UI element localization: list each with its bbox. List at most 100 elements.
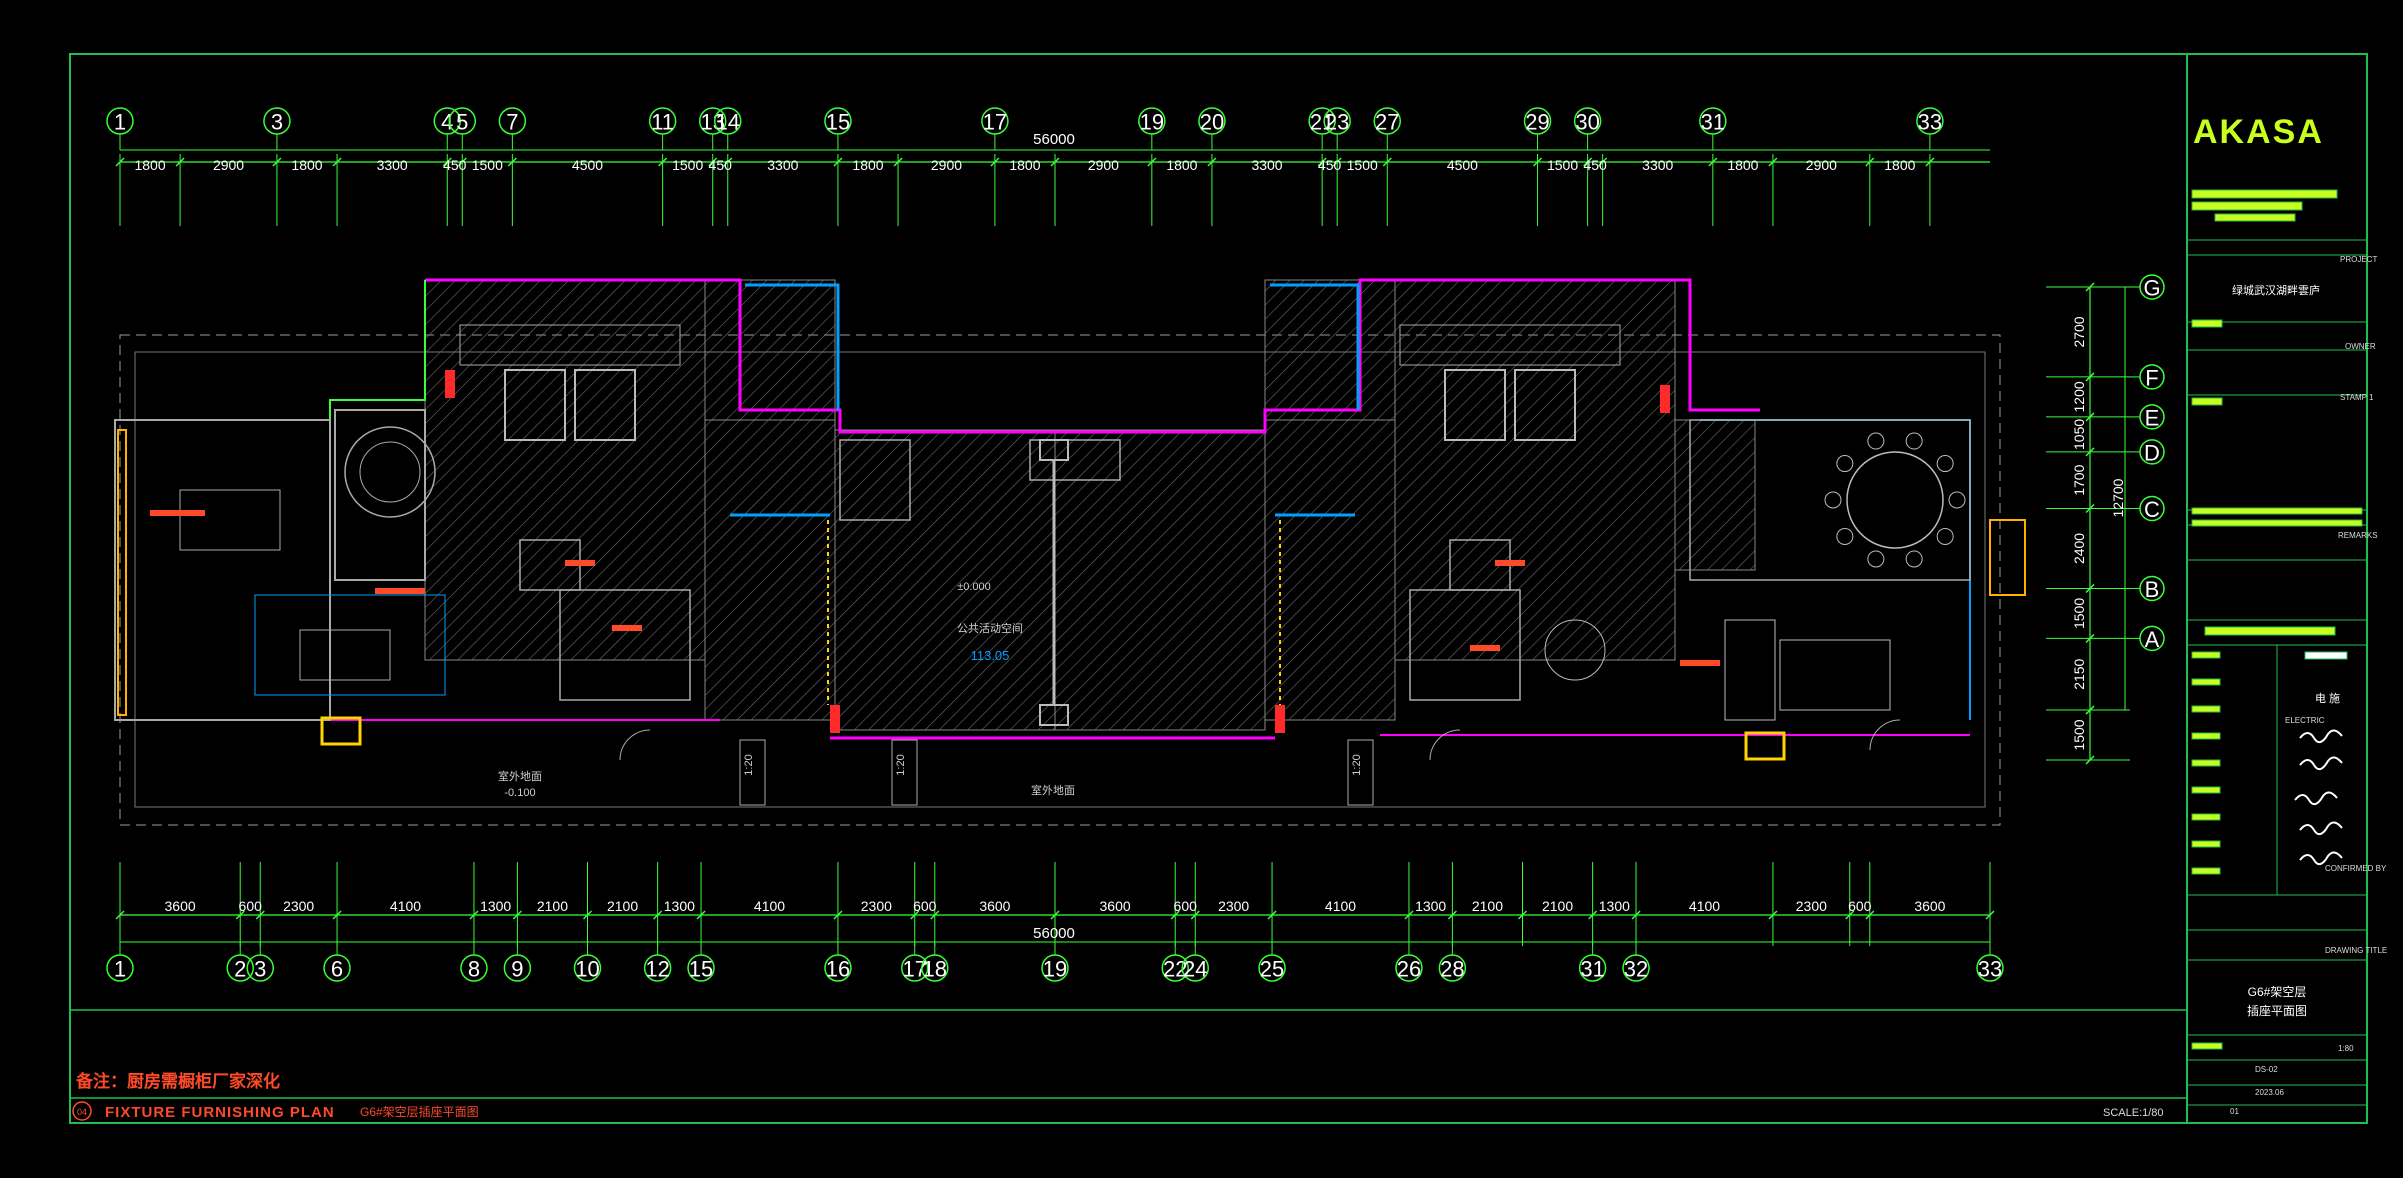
right-dim-value: 1050: [2071, 419, 2087, 450]
bottom-tick-mark: [1267, 910, 1277, 920]
round-table-inner: [359, 441, 421, 503]
title-block-bar: [2191, 201, 2303, 211]
top-axis-label: 14: [716, 110, 740, 135]
small-room: [1029, 439, 1121, 481]
outdoor-level-label-2: 室外地面: [1031, 783, 1075, 797]
right-axis-bubble: [2139, 439, 2165, 465]
bottom-axis-bubble: [1395, 954, 1423, 982]
table: [299, 629, 391, 681]
top-axis-label: 20: [1200, 110, 1224, 135]
outdoor-level-label: 室外地面: [498, 769, 542, 783]
plan-number: 04: [77, 1107, 87, 1117]
top-tick-mark: [1147, 157, 1157, 167]
bottom-axis-bubble: [901, 954, 929, 982]
socket-fixture: [1495, 560, 1525, 566]
signature: [2294, 791, 2338, 806]
elevator-left-2: [574, 369, 636, 441]
right-tick-mark: [2085, 705, 2095, 715]
bottom-dim-value: 600: [239, 898, 263, 914]
top-tick-mark: [723, 157, 733, 167]
bottom-tick-mark: [1190, 910, 1200, 920]
right-tick-mark: [2085, 447, 2095, 457]
top-tick-mark: [442, 157, 452, 167]
bottom-axis-label: 28: [1440, 957, 1464, 982]
bottom-dim-value: 2300: [1796, 898, 1827, 914]
hatched-core: [834, 429, 1056, 731]
hatched-core: [1394, 279, 1676, 661]
signature: [2299, 851, 2343, 866]
project-label: PROJECT: [2340, 255, 2377, 264]
bottom-axis-label: 16: [826, 957, 850, 982]
bottom-axis-bubble: [1622, 954, 1650, 982]
kitchen-note: 备注：厨房需橱柜厂家深化: [75, 1071, 280, 1091]
scale-value: 1:80: [2338, 1044, 2354, 1053]
top-axis-bubble: [1373, 107, 1402, 135]
right-tick-mark: [2085, 282, 2095, 292]
bottom-tick-mark: [930, 910, 940, 920]
bottom-dim-value: 3600: [1100, 898, 1131, 914]
top-tick-mark: [1382, 157, 1392, 167]
top-dim-value: 1500: [1347, 157, 1378, 173]
top-tick-mark: [990, 157, 1000, 167]
top-axis-bubble: [824, 107, 852, 135]
top-dim-value: 4500: [572, 157, 603, 173]
hatched-core: [1264, 419, 1396, 721]
column: [1744, 731, 1786, 761]
top-axis-bubble: [648, 107, 677, 135]
bottom-dim-value: 4100: [390, 898, 421, 914]
top-axis-bubble: [1916, 107, 1944, 135]
right-dim-value: 1500: [2071, 719, 2087, 750]
confirmed-label: CONFIRMED BY: [2325, 864, 2387, 873]
right-tick-mark: [2085, 755, 2095, 765]
title-block-bar: [2204, 626, 2336, 636]
bottom-dim-value: 4100: [1689, 898, 1720, 914]
top-dim-value: 3300: [767, 157, 798, 173]
elevator-left-1: [504, 369, 566, 441]
bottom-dim-value: 2300: [861, 898, 892, 914]
hatched-core: [704, 279, 836, 421]
bottom-axis-label: 22: [1163, 957, 1187, 982]
plan-scale: SCALE:1/80: [2103, 1107, 2164, 1119]
bottom-tick-mark: [1865, 910, 1875, 920]
top-axis-bubble: [714, 107, 742, 135]
top-tick-mark: [1050, 157, 1060, 167]
top-tick-mark: [1598, 157, 1608, 167]
top-dim-value: 1500: [472, 157, 503, 173]
bottom-axis-label: 8: [468, 957, 480, 982]
top-axis-label: 23: [1325, 110, 1349, 135]
dining-chair: [1905, 550, 1923, 568]
top-tick-mark: [507, 157, 517, 167]
bottom-dim-value: 1300: [664, 898, 695, 914]
bottom-axis-label: 12: [645, 957, 669, 982]
right-dim-value: 1500: [2071, 598, 2087, 629]
owner-label: OWNER: [2345, 342, 2376, 351]
bottom-tick-mark: [696, 910, 706, 920]
top-axis-bubble: [498, 107, 527, 135]
top-dim-value: 2900: [931, 157, 962, 173]
top-tick-mark: [332, 157, 342, 167]
top-tick-mark: [1317, 157, 1327, 167]
bottom-axis-bubble: [503, 954, 532, 982]
signature: [2299, 821, 2343, 836]
bottom-axis-label: 9: [511, 957, 523, 982]
top-dim-value: 1500: [672, 157, 703, 173]
socket-fixture: [565, 560, 595, 566]
top-axis-label: 7: [506, 110, 518, 135]
bottom-axis-label: 6: [331, 957, 343, 982]
top-tick-mark: [457, 157, 467, 167]
top-dim-value: 1800: [1884, 157, 1915, 173]
window-line: [745, 283, 840, 410]
bottom-axis-bubble: [323, 954, 351, 982]
top-tick-mark: [115, 157, 125, 167]
top-axis-label: 30: [1575, 110, 1599, 135]
electric-en: ELECTRIC: [2285, 716, 2325, 725]
total-width-top: 56000: [1033, 131, 1075, 148]
bottom-dim-value: 2100: [1472, 898, 1503, 914]
bottom-axis-bubble: [921, 954, 949, 982]
ramp-label-3: 1:20: [1351, 754, 1363, 775]
title-block-field: [2191, 840, 2221, 848]
title-block-bar: [2191, 319, 2223, 328]
top-axis-bubble: [1699, 107, 1727, 135]
elevation-label: 113.05: [971, 648, 1010, 663]
hatched-core: [1054, 429, 1266, 731]
